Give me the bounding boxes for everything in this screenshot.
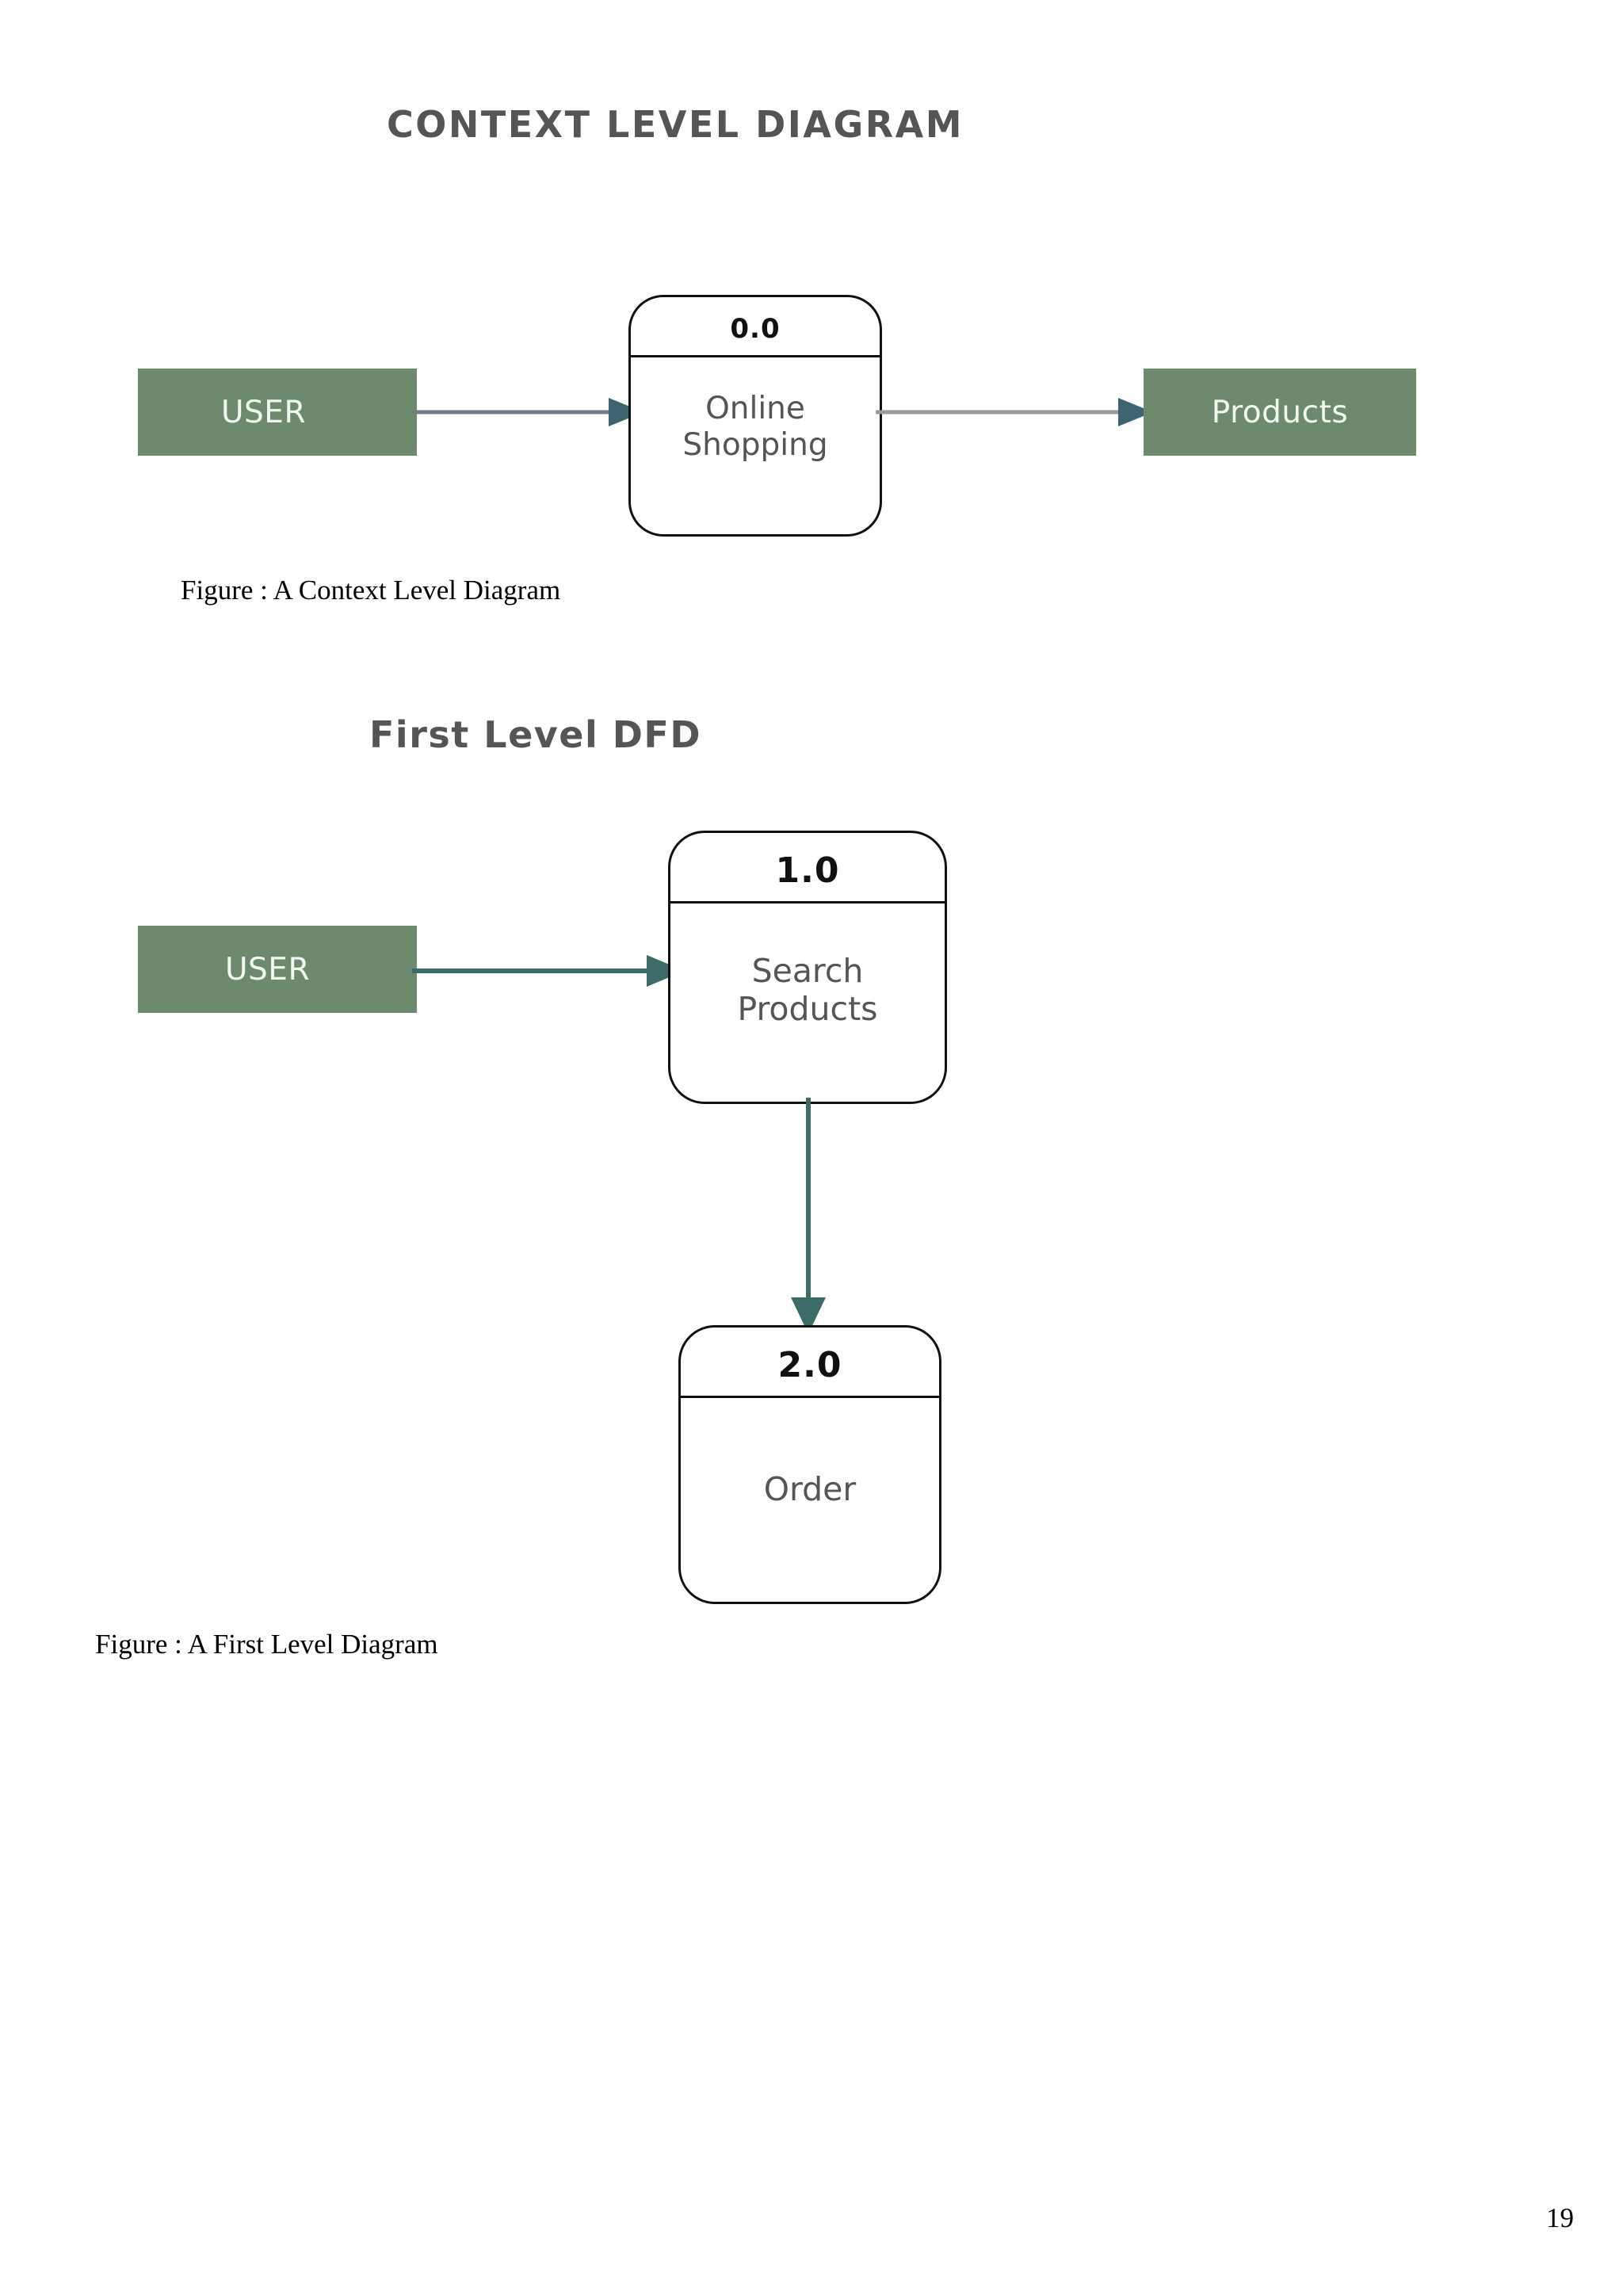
page-number: 19 xyxy=(1546,2202,1574,2233)
process-label-search-products: Search Products xyxy=(737,952,878,1029)
process-divider-line xyxy=(631,355,880,357)
external-entity-user-context: USER xyxy=(138,369,417,456)
process-divider-line xyxy=(670,901,945,904)
process-number-1-0: 1.0 xyxy=(775,850,840,891)
process-label-order: Order xyxy=(763,1470,857,1508)
external-entity-products-label: Products xyxy=(1211,394,1349,430)
first-level-dfd-heading: First Level DFD xyxy=(369,713,702,756)
process-label-online-shopping: Online Shopping xyxy=(682,391,828,464)
external-entity-user-label: USER xyxy=(221,394,307,430)
figure-caption-first-level: Figure : A First Level Diagram xyxy=(95,1629,438,1660)
external-entity-products: Products xyxy=(1144,369,1416,456)
process-search-products: 1.0 Search Products xyxy=(668,831,947,1104)
external-entity-user-label: USER xyxy=(225,951,311,988)
process-number-2-0: 2.0 xyxy=(777,1345,842,1385)
process-number-0-0: 0.0 xyxy=(730,313,781,345)
flow-arrow-search-products-to-order xyxy=(791,1098,826,1334)
context-level-diagram-heading: CONTEXT LEVEL DIAGRAM xyxy=(387,103,964,146)
flow-arrow-user-to-online-shopping xyxy=(412,398,642,426)
flow-arrow-user-to-search-products xyxy=(412,955,682,987)
flow-arrow-online-shopping-to-products xyxy=(876,398,1153,426)
figure-caption-context-level: Figure : A Context Level Diagram xyxy=(181,575,561,606)
process-divider-line xyxy=(681,1396,939,1398)
process-online-shopping: 0.0 Online Shopping xyxy=(628,295,882,537)
process-order: 2.0 Order xyxy=(678,1325,941,1604)
external-entity-user-first-level: USER xyxy=(138,926,417,1013)
